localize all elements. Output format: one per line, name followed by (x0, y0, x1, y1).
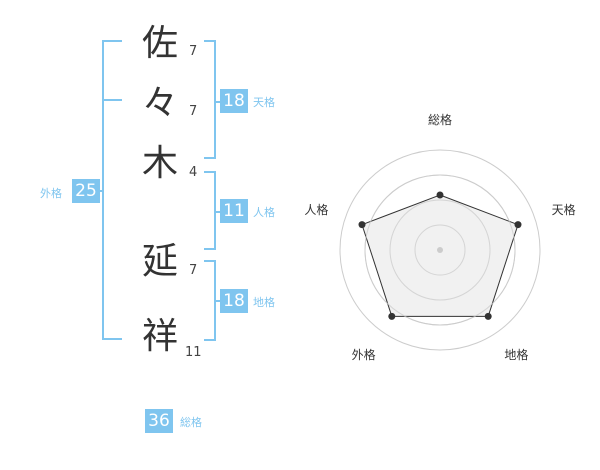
radar-axis-label: 天格 (552, 202, 576, 217)
radar-ring-inner (364, 174, 516, 326)
radar-point (388, 312, 396, 320)
radar-axis-label: 総格 (428, 112, 452, 127)
radar-ring (339, 149, 541, 351)
radar-point (358, 221, 366, 229)
soukaku-label: 総格 (180, 416, 202, 429)
name-char-3: 木 (141, 143, 178, 184)
tenkaku-connector (214, 101, 222, 103)
tenkaku-label: 天格 (253, 96, 275, 109)
radar-point (484, 312, 492, 320)
chikaku-connector (214, 300, 222, 302)
radar-data-polygon (361, 194, 519, 317)
name-char-4: 延 (141, 241, 178, 282)
chikaku-value-badge: 18 (220, 289, 248, 313)
jinkaku-value-badge: 11 (220, 199, 248, 223)
stroke-count-1: 7 (189, 44, 198, 59)
gaikaku-bracket-tick (102, 99, 122, 101)
jinkaku-connector (214, 211, 222, 213)
name-char-5: 祥 (141, 316, 178, 357)
jinkaku-label: 人格 (253, 206, 275, 219)
jinkaku-bracket (204, 171, 216, 250)
radar-point (436, 191, 444, 199)
radar-axis-label: 人格 (304, 202, 328, 217)
radar-point (514, 221, 522, 229)
radar-axis-label: 外格 (352, 347, 376, 362)
stroke-count-5: 11 (185, 345, 202, 360)
stroke-count-2: 7 (189, 104, 198, 119)
gaikaku-value-badge: 25 (72, 179, 100, 203)
chikaku-label: 地格 (253, 296, 275, 309)
name-char-2: 々 (141, 83, 178, 124)
name-char-1: 佐 (141, 23, 178, 64)
radar-axis-label: 地格 (504, 347, 528, 362)
tenkaku-value-badge: 18 (220, 89, 248, 113)
tenkaku-bracket (204, 40, 216, 159)
stroke-count-3: 4 (189, 165, 198, 180)
radar-ring-inner (389, 199, 491, 301)
gaikaku-label: 外格 (40, 187, 62, 200)
radar-ring-inner (414, 224, 466, 276)
soukaku-value-badge: 36 (145, 409, 173, 433)
gaikaku-bracket-connector (96, 190, 104, 192)
stroke-count-4: 7 (189, 263, 198, 278)
radar-center-dot (437, 247, 443, 253)
